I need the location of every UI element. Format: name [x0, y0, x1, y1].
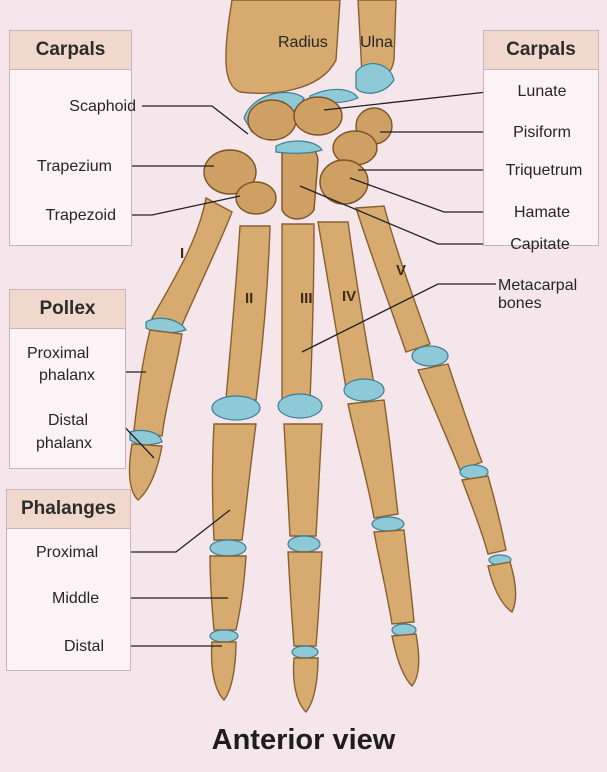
label-ulna: Ulna: [360, 34, 393, 51]
label-hamate: Hamate: [513, 204, 571, 221]
numeral-V: V: [396, 262, 407, 279]
middle-middle-phalanx: [287, 551, 323, 647]
metacarpal-V: [355, 205, 431, 353]
label-pollex-distal-2: phalanx: [36, 435, 93, 452]
label-metacarpal-line2: bones: [498, 295, 542, 312]
label-pollex-distal-1: Distal: [48, 412, 89, 429]
label-lunate: Lunate: [517, 83, 567, 100]
middle-distal-phalanx: [292, 657, 319, 714]
leader-metacarpals: [301, 283, 496, 353]
index-proximal-phalanx: [211, 423, 257, 541]
carpal-cartilage: [275, 140, 323, 154]
leader-hamate: [349, 177, 496, 213]
lunate-bone: [293, 96, 343, 136]
phalanges-heading: Phalanges: [7, 490, 130, 529]
metacarpal-IV: [317, 221, 375, 389]
label-triquetrum: Triquetrum: [505, 162, 583, 179]
metacarpal-III: [281, 223, 315, 401]
thumb-proximal-phalanx: [133, 329, 183, 437]
carpals-right-heading: Carpals: [484, 31, 598, 70]
middle-mcp-cartilage: [277, 393, 323, 419]
label-trapezium: Trapezium: [37, 158, 112, 175]
numeral-IV: IV: [342, 288, 357, 305]
metacarpal-II: [225, 225, 271, 401]
label-pollex-proximal-1: Proximal: [27, 345, 90, 362]
trapezium-bone: [203, 149, 257, 195]
capitate-bone: [281, 142, 319, 220]
pollex-box: Pollex: [9, 289, 126, 469]
leader-scaphoid: [142, 105, 249, 135]
scaphoid-bone: [247, 99, 297, 141]
carpals-left-heading: Carpals: [10, 31, 131, 70]
label-scaphoid: Scaphoid: [69, 98, 136, 115]
numeral-I: I: [180, 245, 185, 262]
leader-phalanx-proximal: [120, 509, 231, 553]
metacarpal-I: [151, 196, 233, 331]
label-trapezoid: Trapezoid: [45, 207, 116, 224]
index-pip-cartilage: [209, 539, 247, 557]
label-pollex-proximal-2: phalanx: [39, 367, 96, 384]
middle-dip-cartilage: [291, 645, 319, 659]
index-dip-cartilage: [209, 629, 239, 643]
middle-proximal-phalanx: [283, 423, 323, 537]
radius-bone: [225, 0, 341, 94]
leader-lunate: [323, 90, 497, 111]
little-distal-phalanx: [487, 561, 517, 614]
numeral-II: II: [245, 290, 254, 307]
trapezoid-bone: [235, 181, 277, 215]
ulna-articular-cartilage: [355, 63, 395, 94]
ring-distal-phalanx: [391, 633, 420, 688]
label-phalanx-distal: Distal: [64, 638, 105, 655]
leader-capitate: [299, 185, 492, 245]
thumb-distal-phalanx: [128, 443, 163, 501]
little-mcp-cartilage: [411, 345, 449, 367]
label-radius: Radius: [278, 34, 328, 51]
little-proximal-phalanx: [417, 363, 483, 471]
label-capitate: Capitate: [510, 236, 570, 253]
index-middle-phalanx: [209, 555, 247, 631]
index-mcp-cartilage: [211, 395, 261, 421]
little-middle-phalanx: [461, 475, 507, 555]
pollex-heading: Pollex: [10, 290, 125, 329]
label-metacarpal-line1: Metacarpal: [498, 277, 578, 294]
carpals-right-box: Carpals: [483, 30, 599, 246]
label-phalanx-middle: Middle: [52, 590, 100, 607]
view-title: Anterior view: [211, 724, 396, 756]
ring-mcp-cartilage: [343, 378, 385, 402]
label-phalanx-proximal: Proximal: [36, 544, 99, 561]
phalanges-box: Phalanges: [6, 489, 131, 671]
label-pisiform: Pisiform: [513, 124, 571, 141]
ring-middle-phalanx: [373, 529, 415, 625]
ring-proximal-phalanx: [347, 399, 399, 519]
ring-pip-cartilage: [371, 516, 405, 532]
index-distal-phalanx: [210, 641, 237, 702]
carpals-left-box: Carpals: [9, 30, 132, 246]
numeral-III: III: [300, 290, 313, 307]
middle-pip-cartilage: [287, 535, 321, 553]
